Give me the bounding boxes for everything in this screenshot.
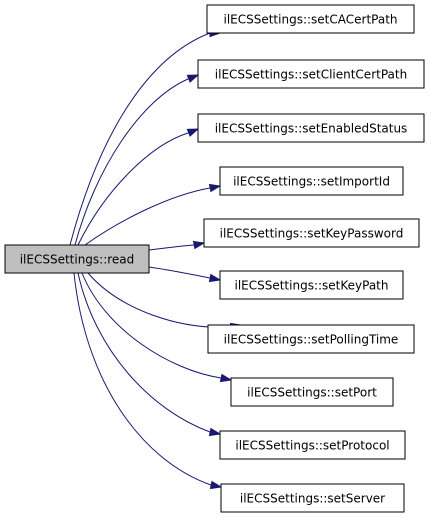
call-nodes: ilECSSettings::read ilECSSettings::setCA… [4, 4, 425, 513]
node-setKeyPassword-label: ilECSSettings::setKeyPassword [220, 227, 404, 241]
arrowhead-setPort [219, 373, 233, 383]
arrowhead-setKeyPath [208, 273, 222, 283]
node-setImportId[interactable]: ilECSSettings::setImportId [219, 166, 404, 196]
call-edges [69, 28, 243, 490]
node-setKeyPassword-box[interactable] [203, 218, 420, 248]
arrowhead-setClientCertPath [186, 74, 200, 83]
arrowhead-setServer [209, 480, 223, 490]
edge-read-to-setPort [81, 272, 222, 379]
node-read-box[interactable] [4, 244, 150, 274]
node-setKeyPassword[interactable]: ilECSSettings::setKeyPassword [203, 218, 420, 248]
node-setPort-label: ilECSSettings::setPort [247, 386, 377, 400]
node-setServer[interactable]: ilECSSettings::setServer [220, 483, 405, 513]
node-setPort-box[interactable] [230, 377, 394, 407]
edge-read-to-setClientCertPath [74, 78, 189, 246]
arrowhead-setKeyPassword [192, 240, 206, 250]
node-setImportId-label: ilECSSettings::setImportId [233, 175, 390, 189]
edge-read-to-setKeyPath [148, 266, 211, 279]
node-setPollingTime[interactable]: ilECSSettings::setPollingTime [207, 324, 415, 354]
node-read-label: ilECSSettings::read [20, 253, 135, 267]
node-setImportId-box[interactable] [219, 166, 404, 196]
node-setKeyPath-box[interactable] [219, 270, 404, 300]
edge-read-to-setKeyPassword [148, 244, 195, 251]
node-setClientCertPath[interactable]: ilECSSettings::setClientCertPath [197, 59, 425, 89]
edge-read-to-setProtocol [77, 272, 211, 433]
node-setProtocol[interactable]: ilECSSettings::setProtocol [219, 430, 406, 460]
node-setPollingTime-label: ilECSSettings::setPollingTime [224, 333, 399, 347]
node-setKeyPath[interactable]: ilECSSettings::setKeyPath [219, 270, 404, 300]
arrowhead-setImportId [208, 183, 222, 193]
edge-read-to-setImportId [84, 187, 211, 246]
node-setEnabledStatus[interactable]: ilECSSettings::setEnabledStatus [197, 113, 425, 143]
arrowhead-setEnabledStatus [186, 128, 200, 137]
node-setCACertPath[interactable]: ilECSSettings::setCACertPath [206, 4, 415, 34]
node-setPort[interactable]: ilECSSettings::setPort [230, 377, 394, 407]
node-setKeyPath-label: ilECSSettings::setKeyPath [234, 279, 388, 293]
edge-read-to-setEnabledStatus [77, 132, 189, 246]
node-setEnabledStatus-label: ilECSSettings::setEnabledStatus [215, 122, 408, 136]
node-setServer-box[interactable] [220, 483, 405, 513]
arrowhead-setProtocol [208, 427, 222, 437]
node-setCACertPath-box[interactable] [206, 4, 415, 34]
node-read[interactable]: ilECSSettings::read [4, 244, 150, 274]
node-setClientCertPath-label: ilECSSettings::setClientCertPath [215, 68, 407, 82]
node-setProtocol-label: ilECSSettings::setProtocol [235, 439, 389, 453]
edge-read-to-setCACertPath [69, 32, 211, 246]
node-setProtocol-box[interactable] [219, 430, 406, 460]
node-setServer-label: ilECSSettings::setServer [240, 492, 385, 506]
edge-read-to-setServer [73, 272, 212, 486]
node-setCACertPath-label: ilECSSettings::setCACertPath [223, 13, 397, 27]
node-setPollingTime-box[interactable] [207, 324, 415, 354]
node-setClientCertPath-box[interactable] [197, 59, 425, 89]
node-setEnabledStatus-box[interactable] [197, 113, 425, 143]
